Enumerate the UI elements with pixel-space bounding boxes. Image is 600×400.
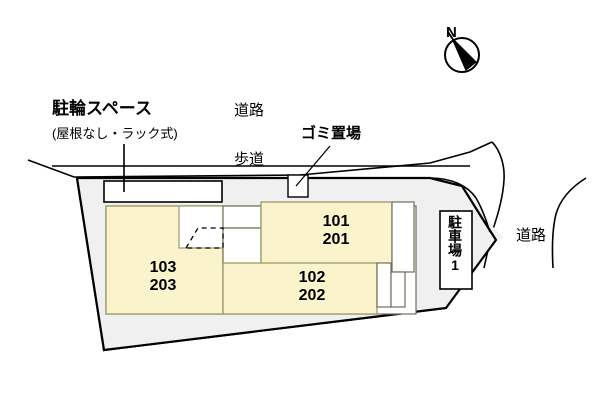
unit-102-202-shape — [222, 262, 378, 315]
corridor-left-notch — [178, 205, 224, 249]
sidewalk-label: 歩道 — [234, 151, 265, 168]
road-right-outer-edge — [483, 141, 505, 269]
balcony-102-202-outer — [390, 271, 406, 308]
balcony-102-202 — [376, 262, 392, 308]
unit-102-floor1: 102 — [298, 269, 326, 286]
road-right-label: 道路 — [516, 227, 547, 244]
stair-dashed-indicator — [184, 227, 224, 249]
unit-101-201-shape — [260, 201, 393, 273]
unit-101-201-label: 101 201 — [306, 213, 366, 249]
unit-203-floor2: 203 — [149, 276, 177, 294]
unit-102-202-label: 102 202 — [282, 269, 342, 305]
road-top-label: 道路 — [234, 102, 265, 119]
garbage-area-label: ゴミ置場 — [301, 125, 362, 142]
road-right-far-edge — [551, 177, 587, 269]
compass-north-label: N — [446, 24, 457, 41]
compass-needle-dark — [451, 37, 477, 71]
road-upper-edge — [27, 141, 493, 178]
unit-201-floor2: 201 — [322, 230, 350, 248]
garbage-area-leader-line — [295, 145, 331, 187]
unit-103-203-label: 103 203 — [133, 259, 193, 295]
parking-space-1-label: 駐車場1 — [447, 215, 463, 273]
unit-101-floor1: 101 — [322, 213, 350, 230]
unit-103-floor1: 103 — [149, 259, 177, 276]
parking-space-1-box — [439, 210, 473, 290]
bicycle-parking-title-label: 駐輪スペース — [52, 99, 152, 118]
bicycle-parking-area — [103, 180, 223, 203]
bicycle-parking-note-label: (屋根なし・ラック式) — [52, 126, 178, 141]
unit-202-floor2: 202 — [298, 286, 326, 304]
garbage-area-box — [287, 174, 309, 198]
stair-cell-upper — [222, 205, 262, 229]
site-topright-curve — [429, 177, 491, 233]
compass-needle-tip — [447, 31, 453, 39]
balcony-101-201 — [391, 201, 415, 273]
